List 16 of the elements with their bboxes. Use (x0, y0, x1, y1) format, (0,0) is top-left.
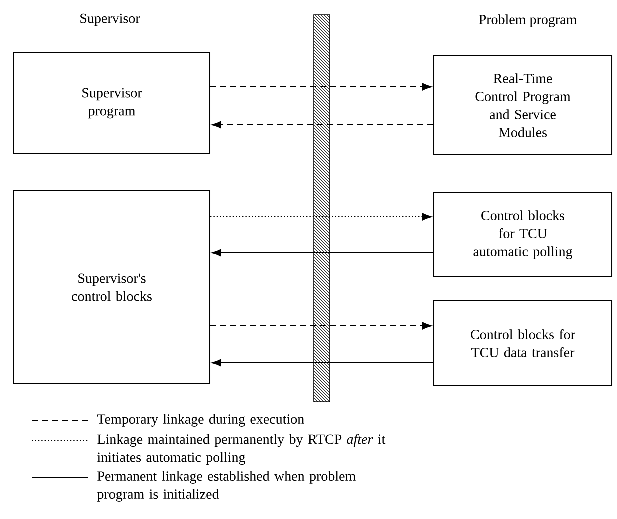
program-box: Real-Time Control Program and Service Modules (434, 56, 612, 156)
column-heading: Supervisor (80, 14, 140, 26)
program-box: Supervisor program (14, 52, 210, 154)
legend-text: Linkage maintained permanently by RTCP after it initiates automatic polling (98, 434, 386, 466)
arrow (210, 83, 432, 91)
arrow (212, 359, 434, 367)
arrow (212, 249, 434, 257)
arrow (210, 322, 432, 330)
control-block-box: Supervisor's control blocks (14, 190, 210, 384)
legend-text: Temporary linkage during execution (97, 414, 304, 427)
control-block-box: Control blocks for TCU data transfer (434, 300, 612, 386)
legend-text: Permanent linkage established when problem program is initialized (97, 471, 356, 502)
arrow (212, 121, 434, 129)
control-block-box: Control blocks for TCU automatic polling (434, 192, 612, 278)
arrow (210, 213, 432, 221)
column-heading: Problem program (479, 14, 577, 28)
